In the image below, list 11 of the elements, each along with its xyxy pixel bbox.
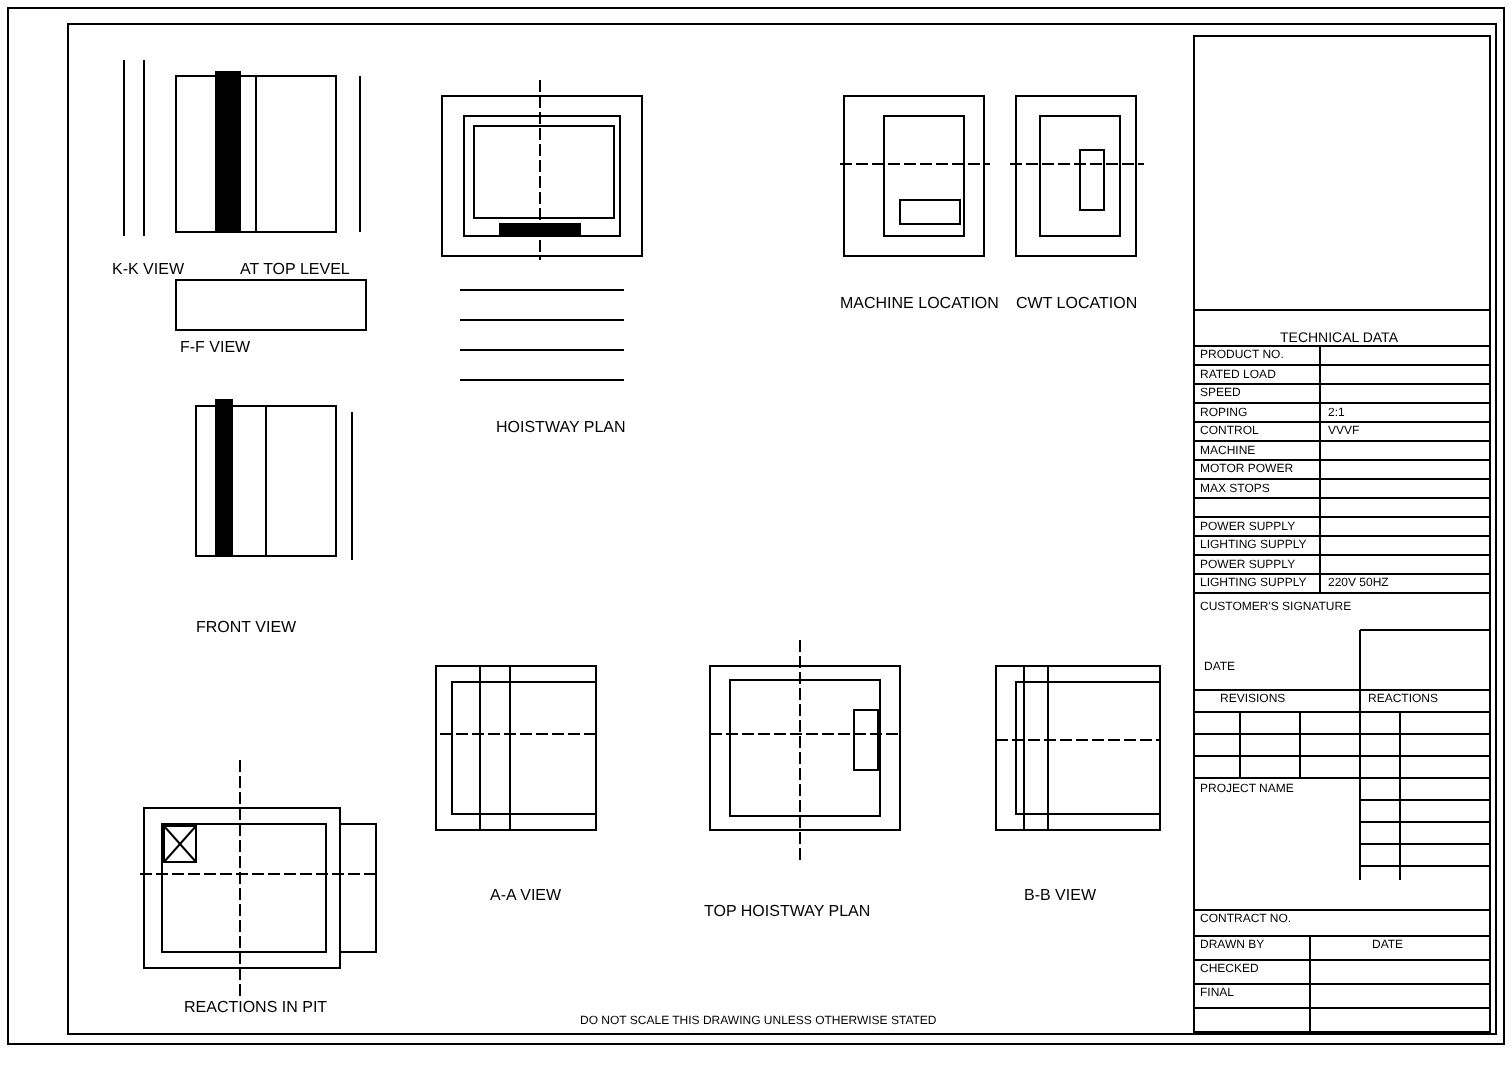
view-title: REACTIONS IN PIT [184,1000,328,1018]
view-title: HOISTWAY PLAN [496,420,626,438]
view-title: TOP HOISTWAY PLAN [704,904,871,922]
view-title: CWT LOCATION [1016,296,1138,314]
view-title: MACHINE LOCATION [840,296,999,314]
view-title: AT TOP LEVEL [240,262,350,280]
view-title: A-A VIEW [490,888,562,906]
view-title: K-K VIEW [112,262,185,280]
view-title: F-F VIEW [180,340,251,358]
view-title: B-B VIEW [1024,888,1097,906]
view-title: FRONT VIEW [196,620,297,638]
